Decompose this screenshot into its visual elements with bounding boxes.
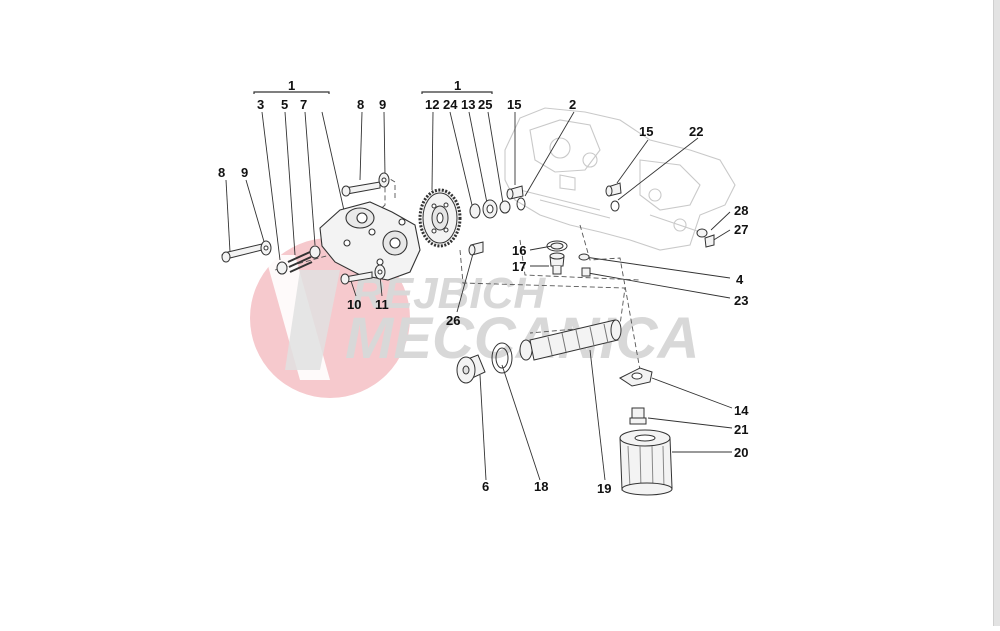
leader-lines: [225, 111, 733, 481]
callout-26: 26: [446, 313, 461, 328]
oil-pump-body: [319, 201, 421, 281]
pickup-parts: [546, 228, 715, 277]
callout-9-top: 9: [379, 97, 387, 112]
callout-13: 13: [461, 97, 476, 112]
assembly-dashes: [274, 175, 641, 371]
callout-15-left: 15: [507, 97, 522, 112]
callout-27: 27: [734, 222, 749, 237]
callout-9-left: 9: [241, 165, 249, 180]
callout-16: 16: [512, 243, 527, 258]
callout-5: 5: [281, 97, 289, 112]
callout-25: 25: [478, 97, 493, 112]
callout-group-1-left: 1: [288, 78, 296, 93]
right-edge-bar: [993, 0, 1000, 626]
callout-8-left: 8: [218, 165, 226, 180]
callout-group-1-right: 1: [454, 78, 462, 93]
callout-7: 7: [300, 97, 308, 112]
pump-gear: [418, 188, 462, 248]
callout-6: 6: [482, 479, 490, 494]
callout-22: 22: [689, 124, 704, 139]
callout-21: 21: [734, 422, 749, 437]
watermark-k-stem: [285, 270, 340, 370]
callout-23: 23: [734, 293, 749, 308]
callout-17: 17: [512, 259, 527, 274]
callout-8-top: 8: [357, 97, 365, 112]
relief-valve-parts: [276, 245, 321, 275]
callout-14: 14: [734, 403, 749, 418]
callout-18: 18: [534, 479, 549, 494]
callout-15-right: 15: [639, 124, 654, 139]
callout-28: 28: [734, 203, 749, 218]
filter-assembly: [619, 367, 673, 496]
callout-19: 19: [597, 481, 612, 496]
callout-2: 2: [569, 97, 577, 112]
callout-4: 4: [736, 272, 744, 287]
callout-10: 10: [347, 297, 362, 312]
callout-11: 11: [375, 297, 389, 312]
watermark-line2: MECCANICA: [345, 306, 699, 371]
callout-3: 3: [257, 97, 265, 112]
group-brackets: [253, 91, 493, 94]
callout-24: 24: [443, 97, 458, 112]
callout-12: 12: [425, 97, 440, 112]
callout-20: 20: [734, 445, 749, 460]
screws-left: [221, 172, 390, 285]
gear-small-parts: [468, 182, 622, 256]
crankcase: [504, 107, 736, 251]
strainer-assembly: [456, 319, 622, 384]
